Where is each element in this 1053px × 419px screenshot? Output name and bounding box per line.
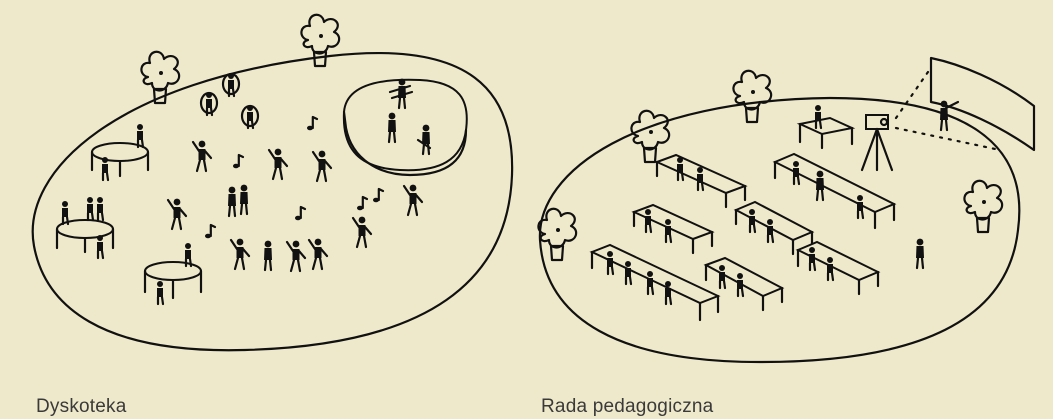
caption-disco: Dyskoteka <box>36 396 127 417</box>
projector-icon <box>860 114 894 172</box>
desk-icon <box>796 103 856 150</box>
disco-floor <box>31 51 514 352</box>
long-table-icon <box>589 152 926 322</box>
caption-staff-meeting: Rada pedagogiczna <box>541 396 714 417</box>
round-table-icon <box>55 122 203 306</box>
chair-icon <box>199 71 260 130</box>
stage-icon <box>342 77 468 177</box>
projection-screen-icon <box>894 56 1036 152</box>
meeting-floor <box>538 96 1021 364</box>
